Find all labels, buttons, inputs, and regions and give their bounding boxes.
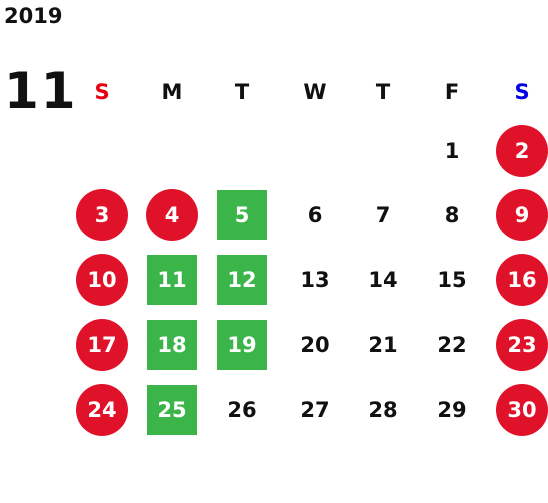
day-cell[interactable]: 19 <box>217 320 267 370</box>
day-cell[interactable]: 22 <box>437 333 467 357</box>
weekday-header-wednesday: W <box>303 80 327 104</box>
weekday-header-friday: F <box>444 80 460 104</box>
day-cell[interactable]: 2 <box>496 125 548 177</box>
day-cell[interactable]: 25 <box>147 385 197 435</box>
day-cell[interactable]: 24 <box>76 384 128 436</box>
day-cell[interactable]: 15 <box>437 268 467 292</box>
day-cell[interactable]: 17 <box>76 319 128 371</box>
day-cell[interactable]: 18 <box>147 320 197 370</box>
day-cell[interactable]: 30 <box>496 384 548 436</box>
year-label: 2019 <box>4 4 63 28</box>
day-cell[interactable]: 27 <box>300 398 330 422</box>
day-cell[interactable]: 14 <box>368 268 398 292</box>
day-cell[interactable]: 11 <box>147 255 197 305</box>
day-cell[interactable]: 12 <box>217 255 267 305</box>
weekday-header-saturday: S <box>514 80 530 104</box>
day-cell[interactable]: 8 <box>444 203 460 227</box>
day-cell[interactable]: 5 <box>217 190 267 240</box>
day-cell[interactable]: 16 <box>496 254 548 306</box>
day-cell[interactable]: 9 <box>496 189 548 241</box>
day-cell[interactable]: 7 <box>375 203 391 227</box>
weekday-header-sunday: S <box>94 80 110 104</box>
day-cell[interactable]: 4 <box>146 189 198 241</box>
day-cell[interactable]: 1 <box>444 139 460 163</box>
day-cell[interactable]: 6 <box>307 203 323 227</box>
day-cell[interactable]: 10 <box>76 254 128 306</box>
day-cell[interactable]: 29 <box>437 398 467 422</box>
weekday-header-tuesday: T <box>234 80 250 104</box>
weekday-header-monday: M <box>161 80 183 104</box>
month-number: 11 <box>4 62 78 120</box>
day-cell[interactable]: 23 <box>496 319 548 371</box>
day-cell[interactable]: 26 <box>227 398 257 422</box>
day-cell[interactable]: 20 <box>300 333 330 357</box>
day-cell[interactable]: 3 <box>76 189 128 241</box>
day-cell[interactable]: 28 <box>368 398 398 422</box>
weekday-header-thursday: T <box>375 80 391 104</box>
day-cell[interactable]: 21 <box>368 333 398 357</box>
day-cell[interactable]: 13 <box>300 268 330 292</box>
